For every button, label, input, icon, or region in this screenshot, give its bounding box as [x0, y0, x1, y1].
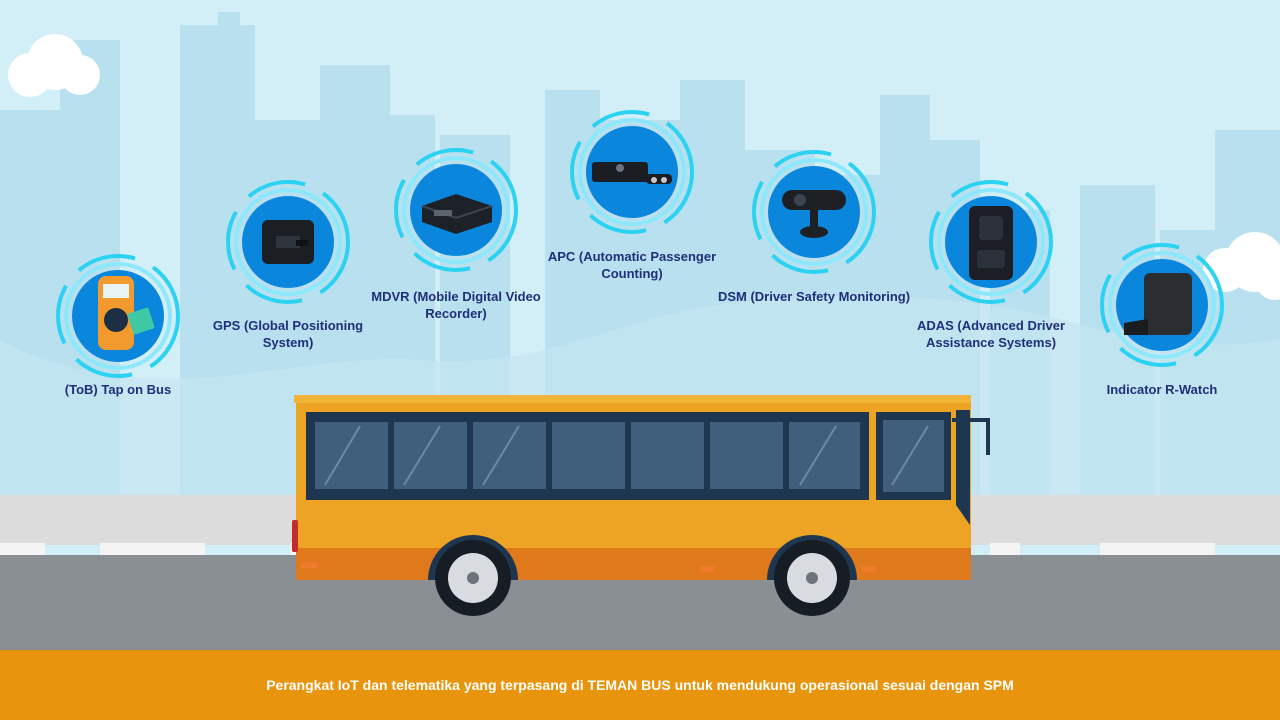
- tap-card-reader-icon: [56, 254, 180, 378]
- device-label: APC (Automatic Passenger Counting): [547, 249, 717, 281]
- caption-bar: Perangkat IoT dan telematika yang terpas…: [0, 650, 1280, 720]
- device-label: ADAS (Advanced Driver Assistance Systems…: [916, 318, 1066, 350]
- caption-text: Perangkat IoT dan telematika yang terpas…: [266, 677, 1014, 693]
- passenger-counter-icon: [570, 110, 694, 234]
- adas-camera-icon: [929, 180, 1053, 304]
- device-r-watch: [1100, 243, 1224, 367]
- device-label: DSM (Driver Safety Monitoring): [717, 289, 911, 304]
- device-adas: [929, 180, 1053, 304]
- device-label: (ToB) Tap on Bus: [64, 382, 172, 397]
- device-dsm: [752, 150, 876, 274]
- device-gps: [226, 180, 350, 304]
- device-tap-on-bus: [56, 254, 180, 378]
- mdvr-recorder-icon: [394, 148, 518, 272]
- r-watch-indicator-icon: [1100, 243, 1224, 367]
- device-mdvr: [394, 148, 518, 272]
- device-apc: [570, 110, 694, 234]
- device-label: MDVR (Mobile Digital Video Recorder): [371, 289, 541, 321]
- device-label: Indicator R-Watch: [1106, 382, 1218, 397]
- gps-module-icon: [226, 180, 350, 304]
- bus: [292, 395, 990, 616]
- driver-camera-icon: [752, 150, 876, 274]
- device-label: GPS (Global Positioning System): [212, 318, 364, 350]
